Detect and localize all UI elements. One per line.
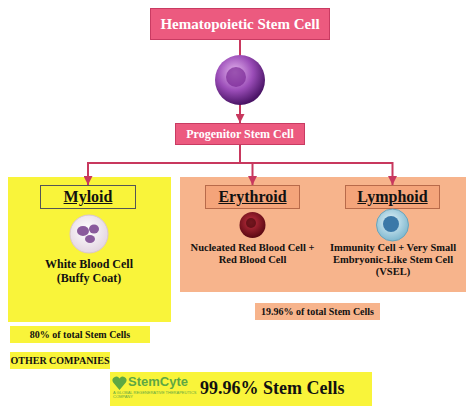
label-box: Lymphoid [345, 185, 440, 209]
connector [239, 40, 241, 123]
group-band: StemCyte A GLOBAL REGENERATIVE THERAPEUTI… [110, 372, 372, 406]
node-text: Progenitor Stem Cell [186, 127, 294, 142]
group-band: MyloidWhite Blood Cell (Buffy Coat) [8, 177, 171, 322]
stem-cell-body [215, 55, 265, 105]
label-box: 80% of total Stem Cells [10, 326, 150, 343]
node-text: Nucleated Red Blood Cell + Red Blood Cel… [183, 242, 322, 266]
label-box: 19.96% of total Stem Cells [255, 303, 380, 320]
group-band: Erythroid LymphoidNucleated Red Blood Cel… [180, 177, 466, 292]
label-box: Myloid [40, 185, 136, 209]
node-text: OTHER COMPANIES [11, 355, 110, 366]
node-text: Lymphoid [357, 188, 427, 206]
label-box: Hematopoietic Stem Cell [150, 8, 330, 40]
node-text: 19.96% of total Stem Cells [261, 306, 374, 317]
node-text: White Blood Cell (Buffy Coat) [34, 257, 144, 286]
node-text: Myloid [64, 188, 113, 206]
label-box: Erythroid [205, 185, 300, 209]
node-text: StemCyte [128, 374, 198, 389]
label-box: OTHER COMPANIES [10, 352, 110, 369]
stem-cell-nucleus [226, 67, 246, 87]
node-text: 80% of total Stem Cells [30, 329, 131, 340]
node-text: Hematopoietic Stem Cell [160, 16, 319, 33]
stem-cell-image [215, 55, 265, 105]
label-box: Progenitor Stem Cell [175, 123, 305, 145]
node-text: 99.96% Stem Cells [200, 378, 370, 399]
node-text: A GLOBAL REGENERATIVE THERAPEUTICS COMPA… [113, 391, 201, 400]
node-text: Immunity Cell + Very Small Embryonic-Lik… [323, 242, 463, 278]
node-text: Erythroid [218, 188, 286, 206]
